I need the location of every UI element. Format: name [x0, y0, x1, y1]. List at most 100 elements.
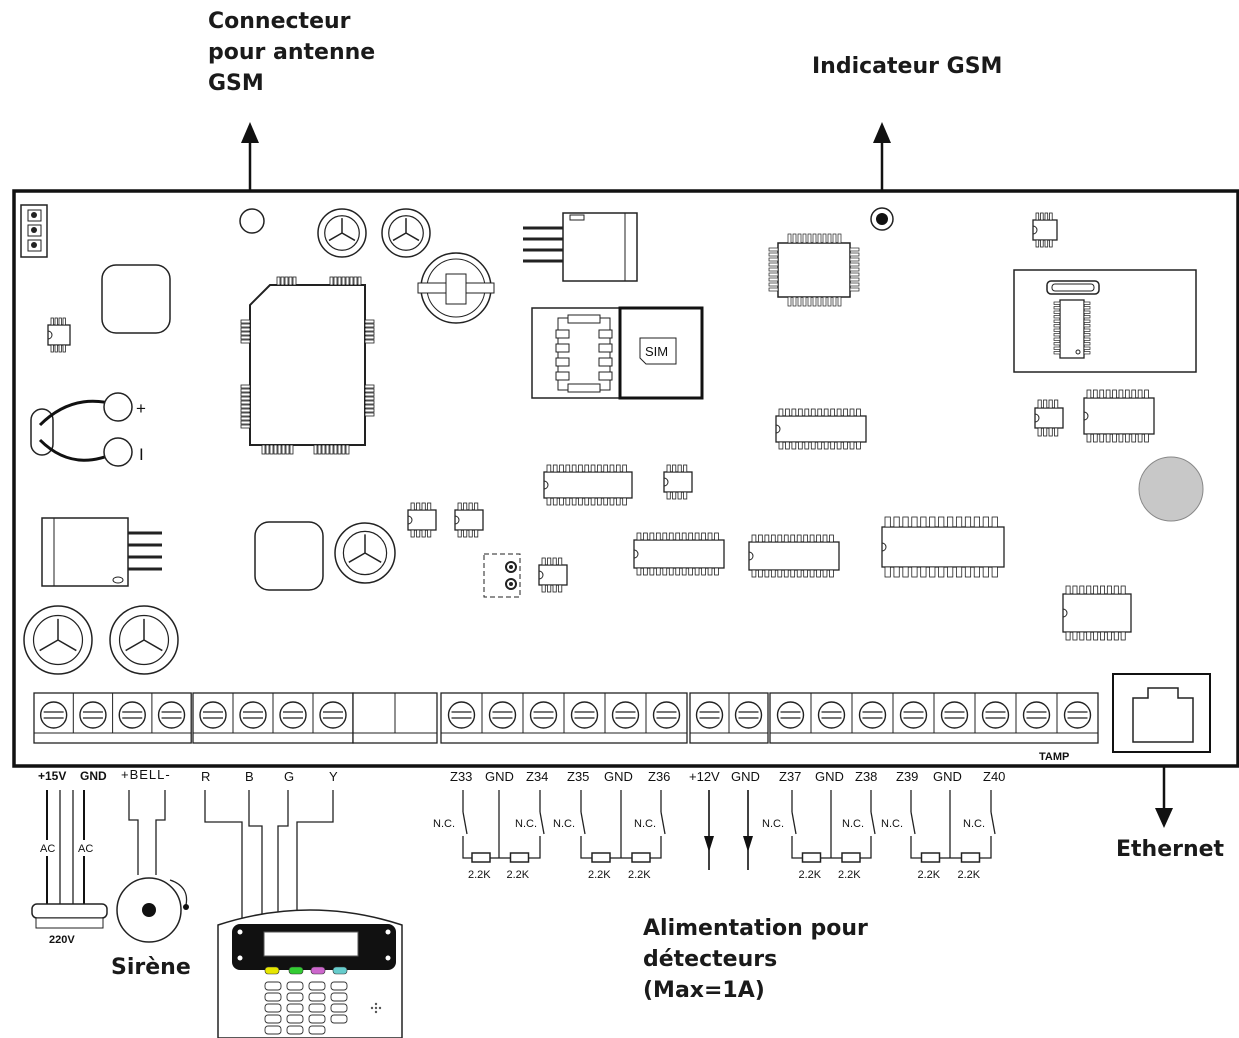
label-gnd-power: GND — [80, 769, 107, 783]
terminal-block — [33, 692, 192, 744]
terminal-screw[interactable] — [39, 701, 68, 729]
label-z39: Z39 — [896, 769, 918, 784]
terminal-screw[interactable] — [695, 701, 724, 729]
power-callout: Alimentation pour détecteurs (Max=1A) — [643, 913, 868, 1006]
qfp-pins — [768, 233, 860, 307]
siren-wiring — [116, 790, 189, 943]
dip-chips — [47, 212, 1155, 641]
pin-header — [20, 204, 48, 258]
gsm-indicator-callout: Indicateur GSM — [812, 54, 1003, 79]
terminal-block — [352, 692, 438, 744]
ic-chip — [775, 408, 867, 450]
label-z40: Z40 — [983, 769, 1005, 784]
keypad — [217, 909, 403, 1038]
label-15v: +15V — [38, 769, 66, 783]
ac-label-2: AC — [78, 843, 93, 855]
terminal-screw[interactable] — [1022, 701, 1051, 729]
terminal-screw[interactable] — [817, 701, 846, 729]
terminal-labels: +15V GND +BELL- R B G Y Z33 GND Z34 Z35 … — [38, 767, 1005, 784]
gsm-module-pins — [240, 276, 375, 455]
label-z38: Z38 — [855, 769, 877, 784]
resistor-label: 2.2K — [799, 869, 822, 881]
label-gnd-b2: GND — [933, 769, 962, 784]
capacitor — [317, 208, 367, 258]
nc-label: N.C. — [963, 818, 985, 830]
resistor-label: 2.2K — [507, 869, 530, 881]
terminal-screw[interactable] — [899, 701, 928, 729]
label-gnd-aux: GND — [731, 769, 760, 784]
ic-chip — [1034, 399, 1064, 437]
terminal-screw[interactable] — [319, 701, 347, 729]
terminal-screw[interactable] — [611, 701, 640, 729]
capacitor — [334, 522, 396, 584]
ic-chip — [407, 502, 437, 538]
resistor-label: 2.2K — [468, 869, 491, 881]
ic-chip — [1053, 299, 1091, 359]
terminal-screw[interactable] — [940, 701, 969, 729]
terminal-screw[interactable] — [79, 701, 107, 729]
label-r: R — [201, 769, 210, 784]
ethernet-port[interactable] — [1112, 673, 1211, 753]
power-callout-line-3: (Max=1A) — [643, 978, 765, 1003]
ic-chip — [1062, 585, 1132, 641]
terminal-screw[interactable] — [529, 701, 558, 729]
ic-chip — [543, 464, 633, 506]
label-z36: Z36 — [648, 769, 670, 784]
aux-power-arrows — [704, 790, 753, 870]
nc-label: N.C. — [515, 818, 537, 830]
ic-chip — [47, 317, 71, 353]
label-g: G — [284, 769, 294, 784]
terminal-screw[interactable] — [981, 701, 1010, 729]
minus-label: I — [139, 445, 144, 464]
terminal-screw[interactable] — [447, 701, 476, 729]
terminal-screw[interactable] — [570, 701, 599, 729]
power-input-wiring: AC AC 220V — [31, 790, 108, 946]
gsm-indicator-led — [870, 207, 894, 231]
transformer — [31, 903, 108, 929]
terminal-strip — [33, 692, 1099, 744]
ic-chip — [881, 516, 1005, 578]
resistor-label: 2.2K — [628, 869, 651, 881]
nc-label: N.C. — [634, 818, 656, 830]
keypad-wiring — [204, 790, 334, 918]
capacitor — [23, 605, 93, 675]
label-gnd-a2: GND — [604, 769, 633, 784]
terminal-screw[interactable] — [279, 701, 307, 729]
jumper — [483, 553, 521, 598]
terminal-screw[interactable] — [118, 701, 146, 729]
label-z35: Z35 — [567, 769, 589, 784]
power-callout-line-2: détecteurs — [643, 947, 778, 972]
terminal-screw[interactable] — [652, 701, 681, 729]
terminal-screw[interactable] — [858, 701, 887, 729]
ic-chip — [748, 534, 840, 578]
terminal-screw[interactable] — [1063, 701, 1092, 729]
terminal-screw[interactable] — [157, 701, 186, 729]
label-12v: +12V — [689, 769, 720, 784]
nc-label: N.C. — [553, 818, 575, 830]
power-led-wiring: + I — [30, 392, 146, 467]
ac-label-1: AC — [40, 843, 55, 855]
connector-left — [41, 517, 162, 587]
label-bell: +BELL- — [121, 767, 171, 782]
terminal-screw[interactable] — [239, 701, 267, 729]
terminal-block — [440, 692, 688, 744]
terminal-screw[interactable] — [488, 701, 517, 729]
label-gnd-a1: GND — [485, 769, 514, 784]
power-callout-line-1: Alimentation pour — [643, 916, 868, 941]
plus-label: + — [136, 399, 146, 418]
ethernet-callout: Ethernet — [1116, 837, 1225, 862]
keypad-keys — [264, 981, 348, 1035]
sim-card-holder: SIM — [531, 306, 704, 400]
label-gnd-b1: GND — [815, 769, 844, 784]
ethernet-module — [1013, 269, 1197, 373]
label-z33: Z33 — [450, 769, 472, 784]
capacitor — [381, 208, 431, 258]
microcontroller-qfp — [768, 233, 860, 307]
terminal-screw[interactable] — [776, 701, 805, 729]
battery-holder — [417, 252, 495, 324]
terminal-screw[interactable] — [734, 701, 763, 729]
terminal-screw[interactable] — [199, 701, 227, 729]
